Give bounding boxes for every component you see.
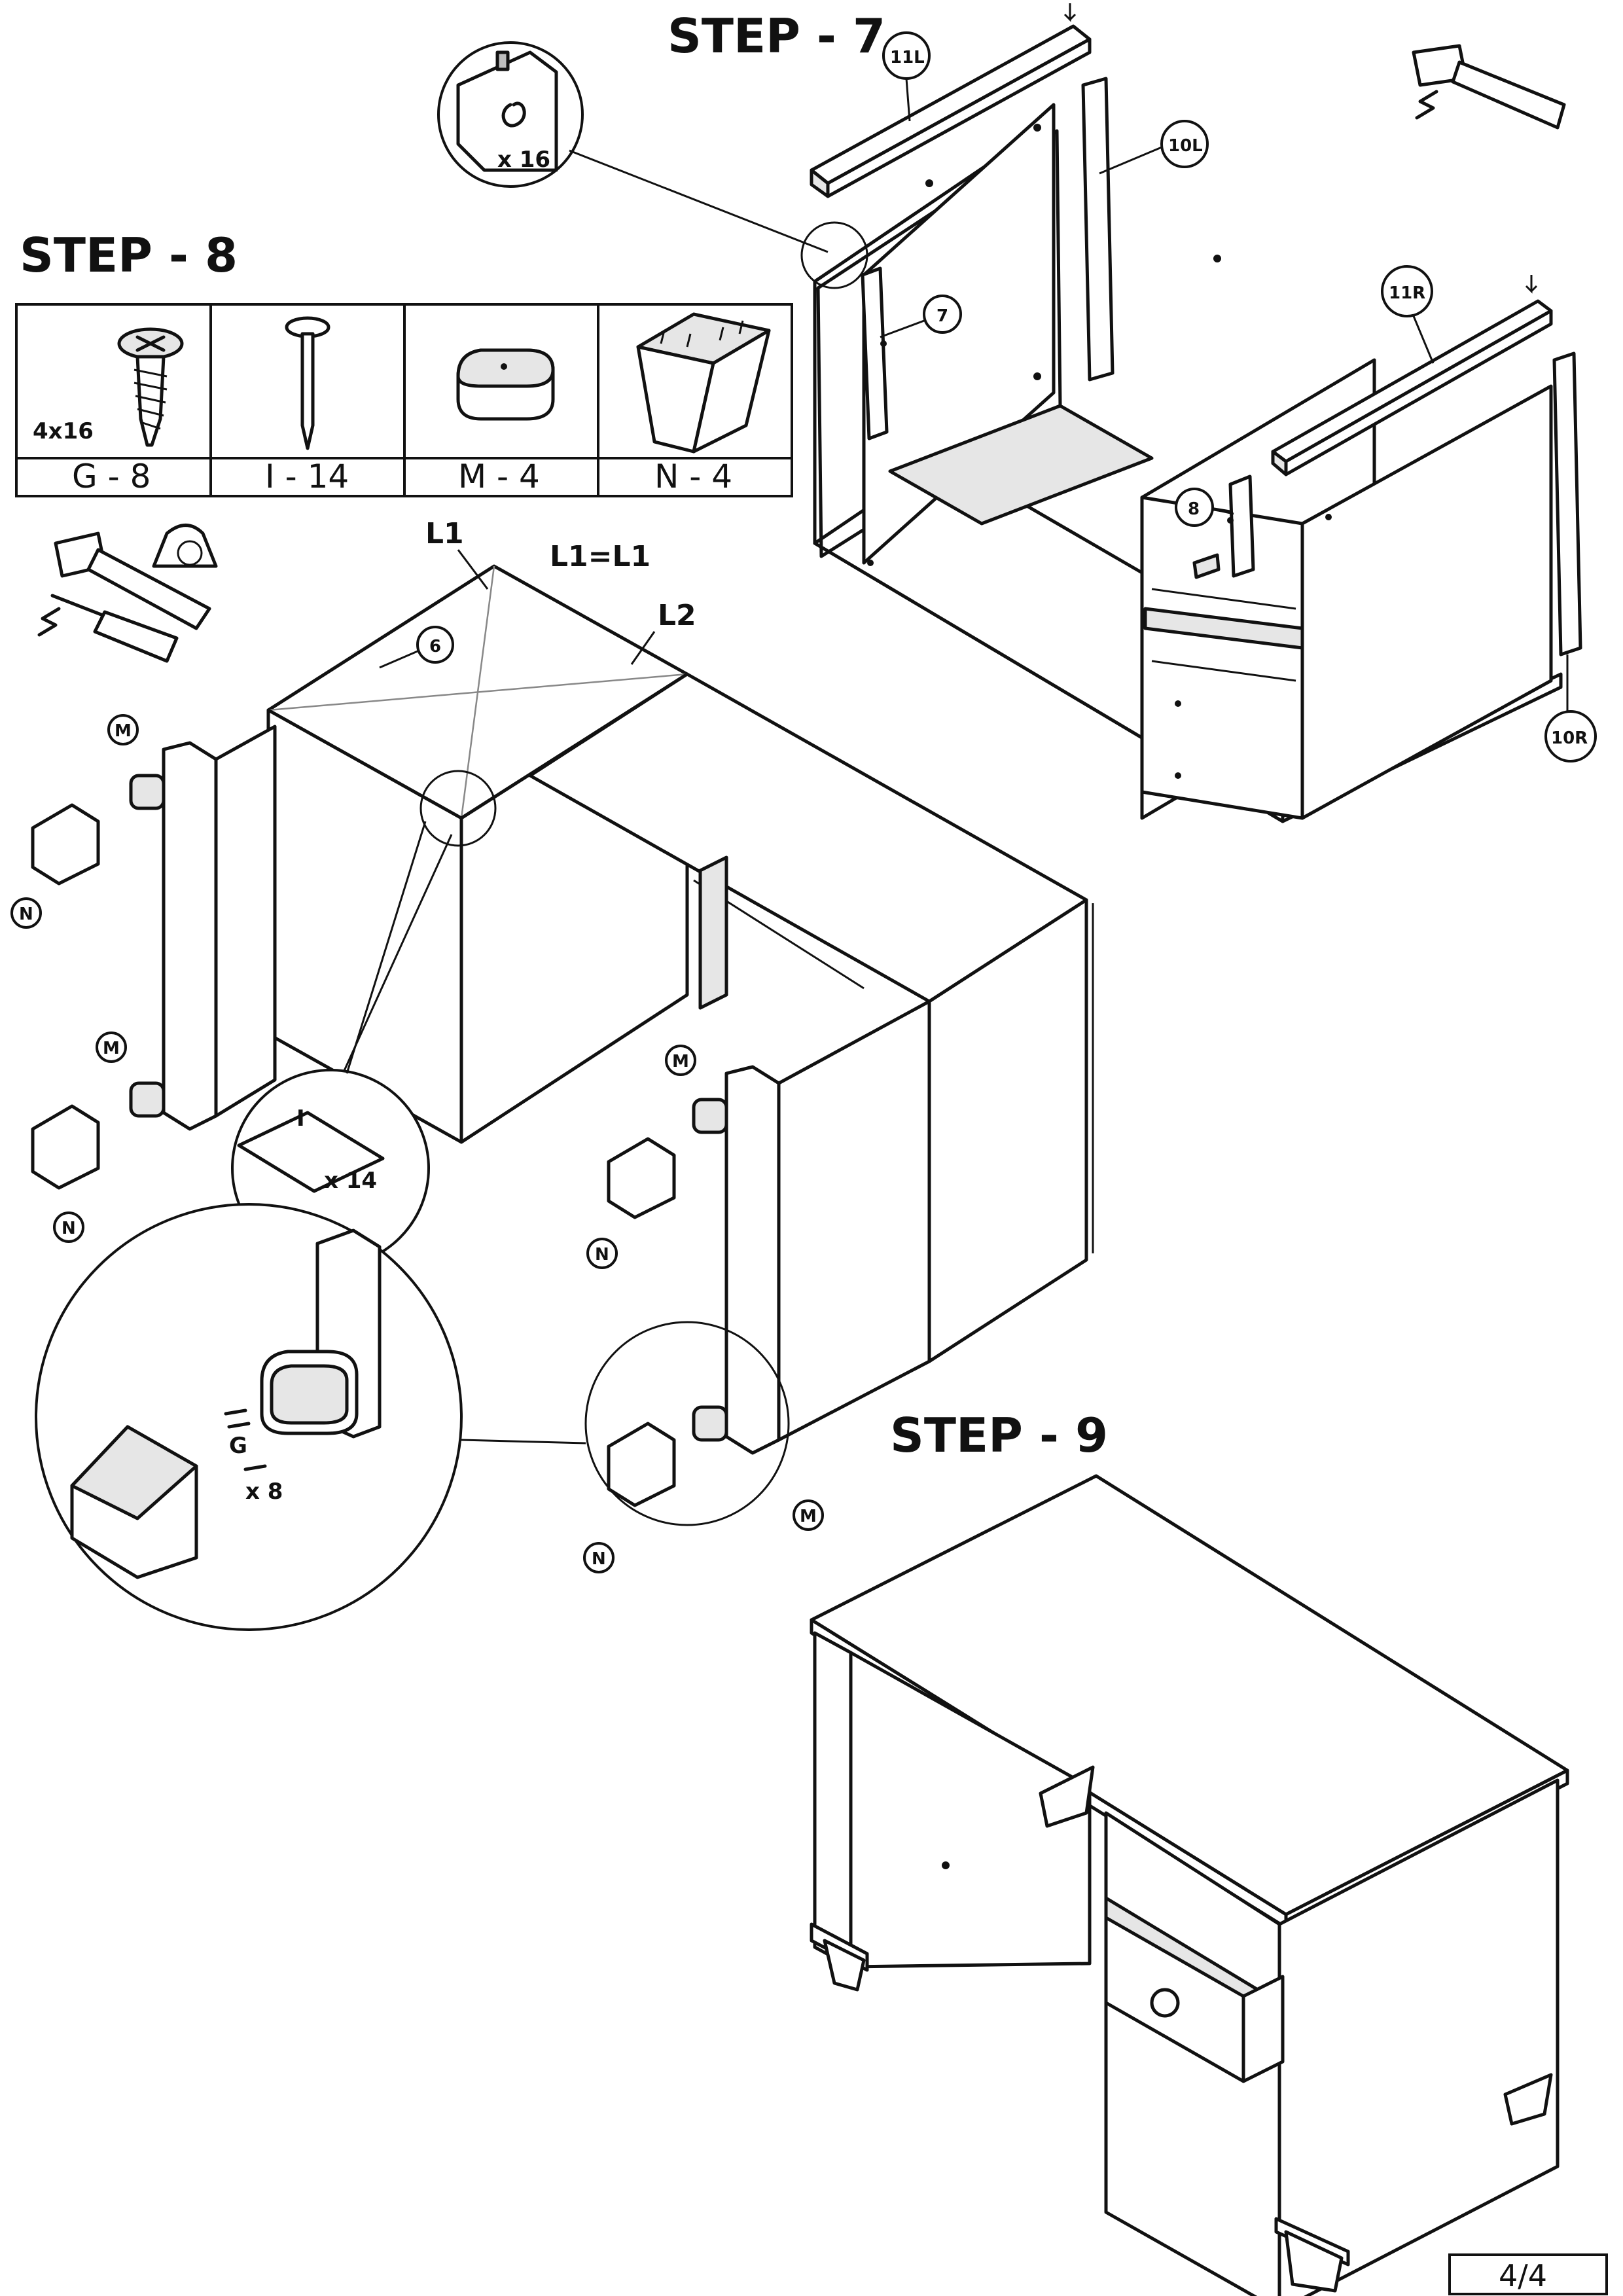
hw-g-code: G - 8 bbox=[72, 457, 151, 495]
part-10r-callout: 10R bbox=[1544, 655, 1597, 762]
part-i-label: I bbox=[296, 1105, 305, 1132]
part-11r-callout: 11R bbox=[1381, 265, 1435, 364]
hw-m-code: M - 4 bbox=[458, 457, 540, 495]
tapered-foot-icon bbox=[636, 312, 771, 454]
part-8-callout: 8 bbox=[1175, 488, 1234, 527]
part-7-callout: 7 bbox=[880, 295, 962, 338]
step-7-diagram: x 16 11L 10L 7 11R 8 10R bbox=[437, 3, 1597, 823]
svg-text:M: M bbox=[115, 721, 132, 741]
down-arrow-icon bbox=[1525, 275, 1538, 294]
hammer-icon bbox=[37, 531, 211, 637]
wrench-icon bbox=[152, 524, 218, 568]
screwdriver-icon bbox=[50, 594, 179, 663]
hw-i-code: I - 14 bbox=[265, 457, 349, 495]
step-8-diagram: x 14 I G x 8 M M M M bbox=[10, 517, 1094, 1631]
step-7-title: STEP - 7 bbox=[668, 9, 885, 63]
step-7-qty-label: x 16 bbox=[497, 147, 550, 173]
down-arrow-icon bbox=[1063, 3, 1077, 22]
part-6-callout: 6 bbox=[379, 626, 454, 669]
part-m-callout: M M M M bbox=[96, 714, 824, 1531]
leg-bracket-magnifier bbox=[35, 1203, 463, 1631]
svg-text:N: N bbox=[592, 1549, 606, 1569]
diagonal-l2-label: L2 bbox=[658, 599, 696, 632]
hw-g-size: 4x16 bbox=[33, 418, 94, 444]
part-10l-label: 10L bbox=[1168, 136, 1203, 156]
page-number: 4/4 bbox=[1499, 2258, 1547, 2293]
step-9-title: STEP - 9 bbox=[890, 1408, 1108, 1463]
diagonal-equal-label: L1=L1 bbox=[550, 540, 651, 573]
part-8-label: 8 bbox=[1188, 499, 1200, 519]
step-9-diagram bbox=[810, 1474, 1569, 2296]
hardware-table: 4x16 G - 8 I - 14 M - 4 N - 4 bbox=[15, 303, 793, 497]
leg-bracket-icon bbox=[456, 348, 555, 421]
part-g-label: G bbox=[229, 1433, 247, 1459]
svg-text:N: N bbox=[595, 1245, 609, 1265]
part-11r-label: 11R bbox=[1389, 283, 1425, 303]
part-11l-label: 11L bbox=[890, 48, 925, 67]
nail-icon bbox=[285, 316, 330, 450]
step-8-nail-qty: x 14 bbox=[324, 1168, 377, 1194]
svg-text:M: M bbox=[103, 1039, 120, 1058]
svg-text:M: M bbox=[800, 1507, 817, 1526]
svg-text:6: 6 bbox=[429, 637, 441, 656]
svg-text:M: M bbox=[672, 1052, 689, 1071]
part-7-label: 7 bbox=[936, 306, 948, 326]
part-11l-callout: 11L bbox=[882, 31, 931, 122]
part-10l-callout: 10L bbox=[1099, 120, 1209, 175]
diagonal-l1-label: L1 bbox=[425, 517, 464, 550]
part-n-callout: N N N N bbox=[10, 897, 618, 1573]
svg-text:N: N bbox=[62, 1219, 76, 1238]
screw-icon bbox=[117, 327, 184, 447]
svg-text:N: N bbox=[19, 905, 33, 924]
step-8-title: STEP - 8 bbox=[20, 228, 238, 283]
hw-n-code: N - 4 bbox=[654, 457, 732, 495]
step-8-screw-qty: x 8 bbox=[245, 1479, 283, 1505]
drawer-knob-icon bbox=[1150, 1988, 1180, 2018]
hammer-icon bbox=[1412, 44, 1566, 130]
part-10r-label: 10R bbox=[1551, 728, 1588, 748]
